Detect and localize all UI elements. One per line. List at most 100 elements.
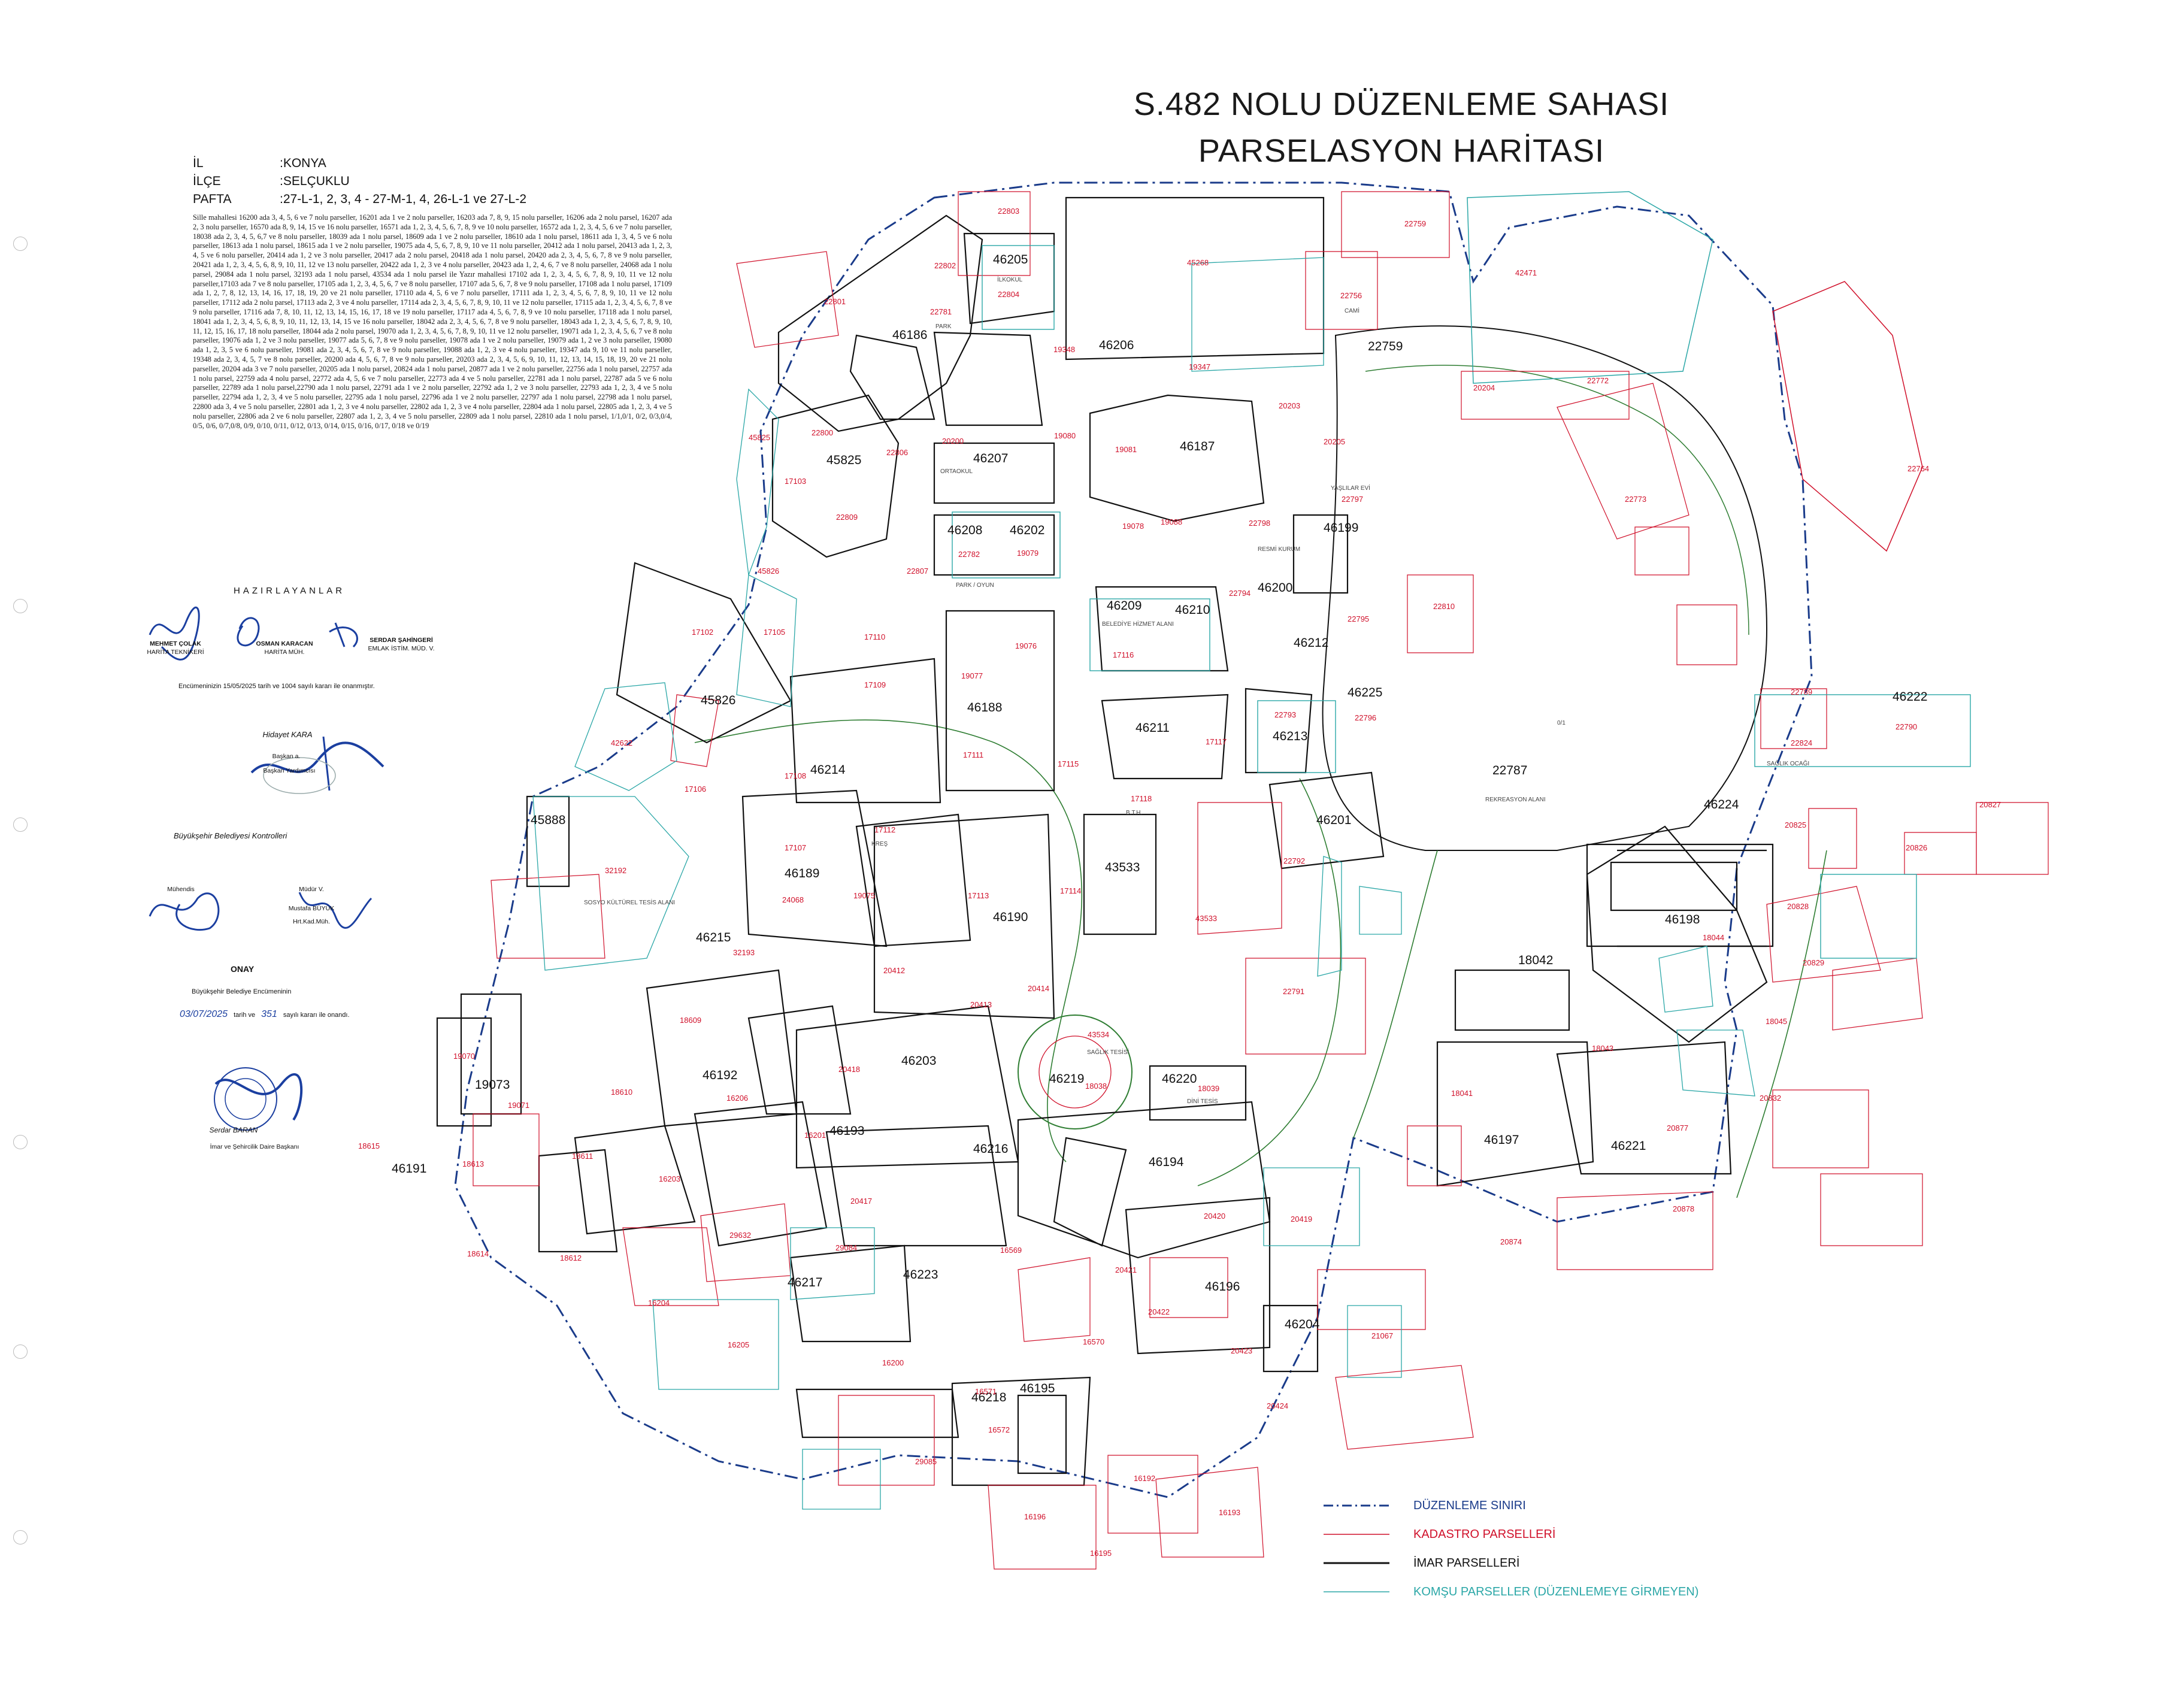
map-label-18045: 18045 [1766,1017,1787,1026]
map-label-16201: 16201 [804,1131,826,1140]
map-label-20200: 20200 [942,437,964,446]
map-label-46200: 46200 [1258,581,1292,595]
area-label-0-1: 0/1 [1557,720,1566,726]
map-label-19071: 19071 [508,1101,529,1110]
map-label-22756: 22756 [1340,291,1362,300]
map-label-22824: 22824 [1791,738,1812,747]
map-label-20826: 20826 [1906,843,1927,852]
map-label-19070: 19070 [453,1052,475,1061]
map-label-16203: 16203 [659,1174,680,1183]
map-label-18038: 18038 [1085,1082,1107,1091]
map-label-22798: 22798 [1249,519,1270,528]
punch-hole [13,237,28,251]
map-label-20828: 20828 [1787,902,1809,911]
road-curve [1353,850,1438,1138]
map-label-17117: 17117 [1206,737,1227,746]
map-label-46214: 46214 [810,763,846,777]
map-label-46192: 46192 [703,1068,737,1082]
map-label-19347: 19347 [1189,362,1210,371]
area-label-saglik-ocagi: SAĞLIK OCAĞI [1767,759,1809,767]
legend-label: DÜZENLEME SINIRI [1413,1498,1526,1512]
roundabout-inner [1038,1035,1112,1109]
parcel-22764 [1772,281,1923,552]
map-label-32192: 32192 [605,866,626,875]
map-label-22795: 22795 [1348,614,1369,623]
punch-hole [13,1344,28,1359]
map-label-19079: 19079 [1017,549,1038,558]
map-label-18611: 18611 [572,1152,593,1161]
map-label-16204: 16204 [648,1298,670,1307]
map-label-19080: 19080 [1054,431,1076,440]
map-label-17107: 17107 [785,843,806,852]
map-label-16192: 16192 [1134,1474,1155,1483]
area-label-ilkokul: İLKOKUL [997,275,1023,283]
map-label-20413: 20413 [970,1000,992,1009]
map-label-43534: 43534 [1088,1030,1109,1039]
map-label-17106: 17106 [685,785,706,794]
map-label-46208: 46208 [947,523,982,537]
preparer-2: OSMAN KARACAN HARİTA MÜH. [249,640,320,656]
map-label-17105: 17105 [764,628,785,637]
map-label-18043: 18043 [1592,1044,1613,1053]
map-label-46225: 46225 [1348,686,1382,699]
map-label-17102: 17102 [692,628,713,637]
parcel-22787 [1322,325,1768,851]
area-label-ortaokul: ORTAOKUL [940,468,973,475]
map-label-17118: 17118 [1131,794,1152,803]
approval-line-2: 03/07/2025 tarih ve 351 sayılı kararı il… [180,1009,350,1020]
map-label-22759: 22759 [1404,219,1426,228]
parcel-22787-inner [1365,365,1749,635]
map-label-22809: 22809 [836,513,858,522]
map-label-46196: 46196 [1205,1280,1240,1294]
map-label-20877: 20877 [1667,1123,1688,1132]
map-label-16571: 16571 [975,1387,997,1396]
approval-line-1: Büyükşehir Belediye Encümeninin [192,988,292,995]
preparers-heading: HAZIRLAYANLAR [234,586,346,596]
map-label-22804: 22804 [998,290,1019,299]
map-label-20827: 20827 [1979,800,2001,809]
punch-hole [13,1135,28,1149]
map-label-20419: 20419 [1291,1215,1312,1224]
komsu-parcels [532,257,1755,1510]
map-label-19076: 19076 [1015,641,1037,650]
map-label-22797: 22797 [1342,495,1363,504]
mayor-title-2: Başkan Yardımcısı [263,767,316,774]
map-label-20420: 20420 [1204,1212,1225,1221]
map-label-46212: 46212 [1294,636,1328,650]
map-label-46222: 46222 [1893,690,1927,704]
map-label-19077: 19077 [961,671,983,680]
preparer-1-name: MEHMET ÇOLAK [150,640,201,647]
map-label-46203: 46203 [901,1054,936,1068]
map-label-42622: 42622 [611,738,632,747]
map-label-46191: 46191 [392,1162,426,1176]
legend-item-duzenleme: DÜZENLEME SINIRI [1324,1491,1698,1520]
map-label-20418: 20418 [838,1065,860,1074]
map-label-22794: 22794 [1229,589,1250,598]
map-label-22789: 22789 [1791,688,1812,696]
map-label-16193: 16193 [1219,1508,1240,1517]
map-label-19348: 19348 [1053,345,1075,354]
map-label-45826: 45826 [701,694,735,707]
map-label-46194: 46194 [1149,1155,1184,1169]
map-label-46223: 46223 [903,1268,938,1282]
punch-hole [13,1530,28,1545]
info-block: İL:KONYA İLÇE:SELÇUKLU PAFTA:27-L-1, 2, … [193,155,526,208]
map-label-45825: 45825 [749,433,770,442]
map-label-20423: 20423 [1231,1346,1252,1355]
map-label-32193: 32193 [733,948,755,957]
map-label-46206: 46206 [1099,338,1134,352]
map-label-22772: 22772 [1587,376,1609,385]
area-label-cami: CAMİ [1345,307,1359,314]
map-label-20878: 20878 [1673,1204,1694,1213]
map-label-20422: 20422 [1148,1307,1170,1316]
map-label-46204: 46204 [1285,1318,1320,1331]
map-label-20424: 20424 [1267,1401,1288,1410]
map-label-19081: 19081 [1115,445,1137,454]
il-value: :KONYA [280,156,326,170]
map-label-18614: 18614 [467,1249,489,1258]
kadastro-labels: 22803 22802 22801 45268 22804 22781 4247… [358,207,2001,1558]
map-label-18041: 18041 [1451,1089,1473,1098]
map-label-17114: 17114 [1060,886,1081,895]
area-label-belediye-hizmet: BELEDİYE HİZMET ALANI [1102,620,1174,628]
